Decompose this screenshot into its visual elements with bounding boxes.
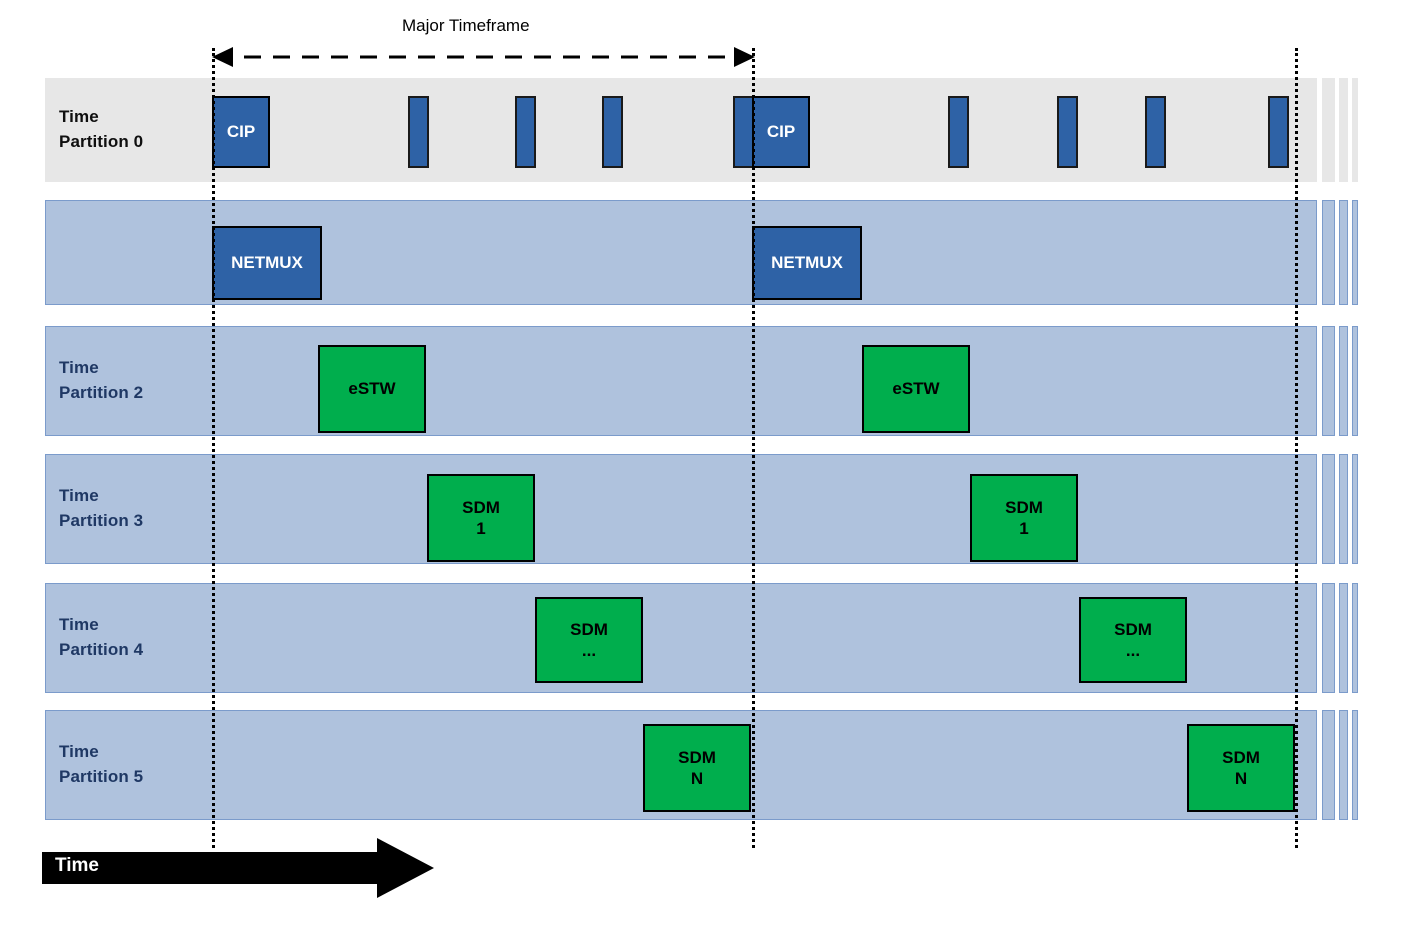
time-axis-arrow	[42, 838, 434, 898]
lane-tp1-continuation-strip-2	[1339, 200, 1348, 305]
major-timeframe-label: Major Timeframe	[402, 16, 530, 35]
sdm-mid-block-1-text: SDM ...	[570, 619, 608, 660]
tick-block-1[interactable]	[408, 96, 429, 168]
estw-block-1-text: eSTW	[348, 379, 396, 399]
cip-block-1[interactable]: CIP	[212, 96, 270, 168]
netmux-block-1[interactable]: NETMUX	[212, 226, 322, 300]
lane-tp0-continuation-strip-2	[1339, 78, 1348, 182]
lane-tp3-continuation-strip-2	[1339, 454, 1348, 564]
netmux-block-2[interactable]: NETMUX	[752, 226, 862, 300]
tick-block-2[interactable]	[515, 96, 536, 168]
lane-tp3	[45, 454, 1317, 564]
guide-line-major-timeframe-end	[752, 48, 755, 848]
sdm1-block-2-text: SDM 1	[1005, 497, 1043, 538]
sdm1-block-2[interactable]: SDM 1	[970, 474, 1078, 562]
cip-block-2[interactable]: CIP	[752, 96, 810, 168]
guide-line-major-timeframe-start	[212, 48, 215, 848]
netmux-block-1-text: NETMUX	[231, 253, 303, 273]
lane-tp0-continuation-strip-1	[1322, 78, 1335, 182]
estw-block-2[interactable]: eSTW	[862, 345, 970, 433]
tick-block-5[interactable]	[948, 96, 969, 168]
tick-block-6[interactable]	[1057, 96, 1078, 168]
sdmn-block-2[interactable]: SDM N	[1187, 724, 1295, 812]
lane-tp5-continuation-strip-1	[1322, 710, 1335, 820]
lane-tp0-continuation-strip-3	[1352, 78, 1358, 182]
lane-label-tp5: Time Partition 5	[59, 742, 144, 786]
tick-block-4[interactable]	[733, 96, 754, 168]
time-axis-label: Time	[55, 855, 100, 876]
lane-label-tp3: Time Partition 3	[59, 486, 144, 530]
sdm-mid-block-1[interactable]: SDM ...	[535, 597, 643, 683]
guide-line-schedule-repeat-end	[1295, 48, 1298, 848]
sdm1-block-1[interactable]: SDM 1	[427, 474, 535, 562]
sdmn-block-1[interactable]: SDM N	[643, 724, 751, 812]
sdm-mid-block-2[interactable]: SDM ...	[1079, 597, 1187, 683]
lane-tp5-continuation-strip-3	[1352, 710, 1358, 820]
lane-tp3-continuation-strip-3	[1352, 454, 1358, 564]
sdmn-block-2-text: SDM N	[1222, 747, 1260, 788]
lane-tp3-continuation-strip-1	[1322, 454, 1335, 564]
lane-label-tp2: Time Partition 2	[59, 358, 144, 402]
tick-block-8[interactable]	[1268, 96, 1289, 168]
lane-tp2-continuation-strip-2	[1339, 326, 1348, 436]
sdm1-block-1-text: SDM 1	[462, 497, 500, 538]
estw-block-2-text: eSTW	[892, 379, 940, 399]
sdmn-block-1-text: SDM N	[678, 747, 716, 788]
tick-block-3[interactable]	[602, 96, 623, 168]
cip-block-2-text: CIP	[766, 122, 796, 142]
lane-tp1-continuation-strip-1	[1322, 200, 1335, 305]
lane-tp2-continuation-strip-3	[1352, 326, 1358, 436]
lane-tp4-continuation-strip-3	[1352, 583, 1358, 693]
lane-tp2	[45, 326, 1317, 436]
cip-block-1-text: CIP	[226, 122, 256, 142]
lane-tp5-continuation-strip-2	[1339, 710, 1348, 820]
lane-tp4-continuation-strip-1	[1322, 583, 1335, 693]
netmux-block-2-text: NETMUX	[771, 253, 843, 273]
lane-tp4-continuation-strip-2	[1339, 583, 1348, 693]
major-timeframe-arrow	[212, 47, 755, 67]
lane-label-tp4: Time Partition 4	[59, 615, 144, 659]
tick-block-7[interactable]	[1145, 96, 1166, 168]
sdm-mid-block-2-text: SDM ...	[1114, 619, 1152, 660]
lane-tp2-continuation-strip-1	[1322, 326, 1335, 436]
lane-tp1-continuation-strip-3	[1352, 200, 1358, 305]
estw-block-1[interactable]: eSTW	[318, 345, 426, 433]
lane-label-tp0: Time Partition 0	[59, 107, 144, 151]
